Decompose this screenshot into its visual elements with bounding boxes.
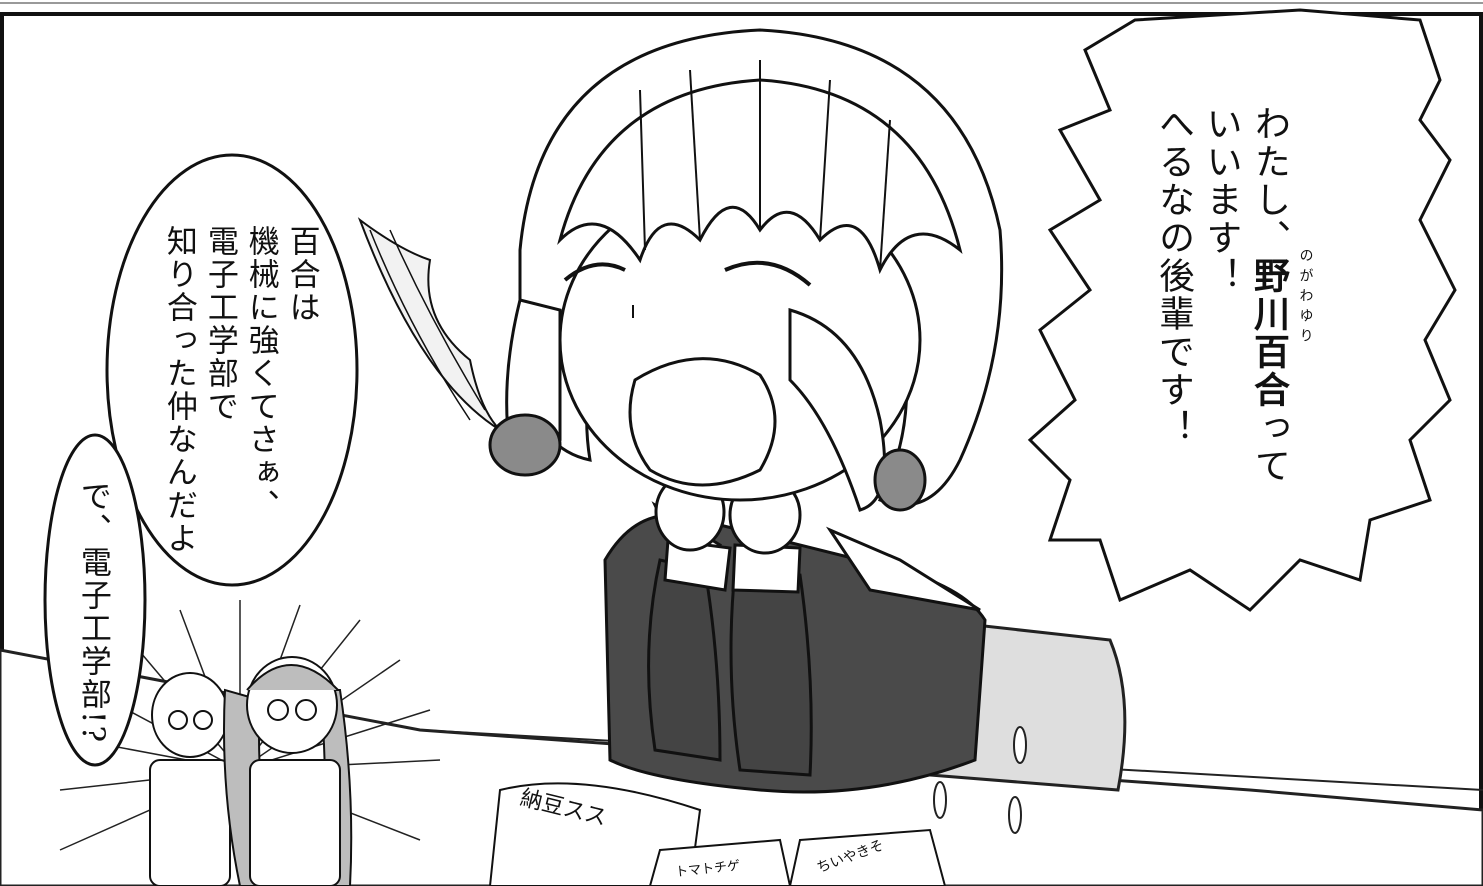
- right-hair-tie: [873, 448, 927, 512]
- middle-balloon-text: 百合は 機械に強くてさぁ、 電子工学部で 知り合った仲なんだよ: [158, 225, 322, 585]
- left-eye: [563, 262, 626, 282]
- right-eye: [724, 260, 812, 287]
- background-character-2: [223, 656, 353, 886]
- right-balloon-line3: へるなの後輩です！: [1152, 105, 1194, 447]
- right-balloon-line1-c: って: [1249, 409, 1290, 485]
- middle-balloon-line4: 知り合った仲なんだよ: [160, 225, 197, 555]
- right-balloon-text: わたし、野川百合って いいます！ へるなの後輩です！: [1149, 105, 1293, 525]
- right-balloon-line1-a: わたし、: [1249, 105, 1290, 257]
- right-balloon-line1-b: 野川百合: [1248, 257, 1290, 409]
- speech-balloon-middle: [105, 153, 359, 587]
- left-balloon-line1: で、電子工学部!?: [74, 480, 111, 745]
- left-balloon-text: で、電子工学部!?: [72, 480, 113, 745]
- snack-packages: [488, 782, 947, 886]
- right-balloon-furigana: のがわゆり: [1297, 248, 1314, 348]
- character-mouth: [628, 357, 777, 487]
- main-character: [357, 28, 1004, 794]
- left-hair-tie: [488, 413, 562, 477]
- speech-balloon-left: [43, 433, 147, 767]
- background-character-1: [149, 672, 231, 886]
- speech-balloon-right: [1027, 8, 1457, 612]
- middle-balloon-line1: 百合は: [283, 225, 320, 324]
- right-balloon-line2: いいます！: [1200, 105, 1242, 295]
- middle-balloon-line2: 機械に強くてさぁ、: [242, 225, 279, 522]
- middle-balloon-line3: 電子工学部で: [201, 225, 238, 423]
